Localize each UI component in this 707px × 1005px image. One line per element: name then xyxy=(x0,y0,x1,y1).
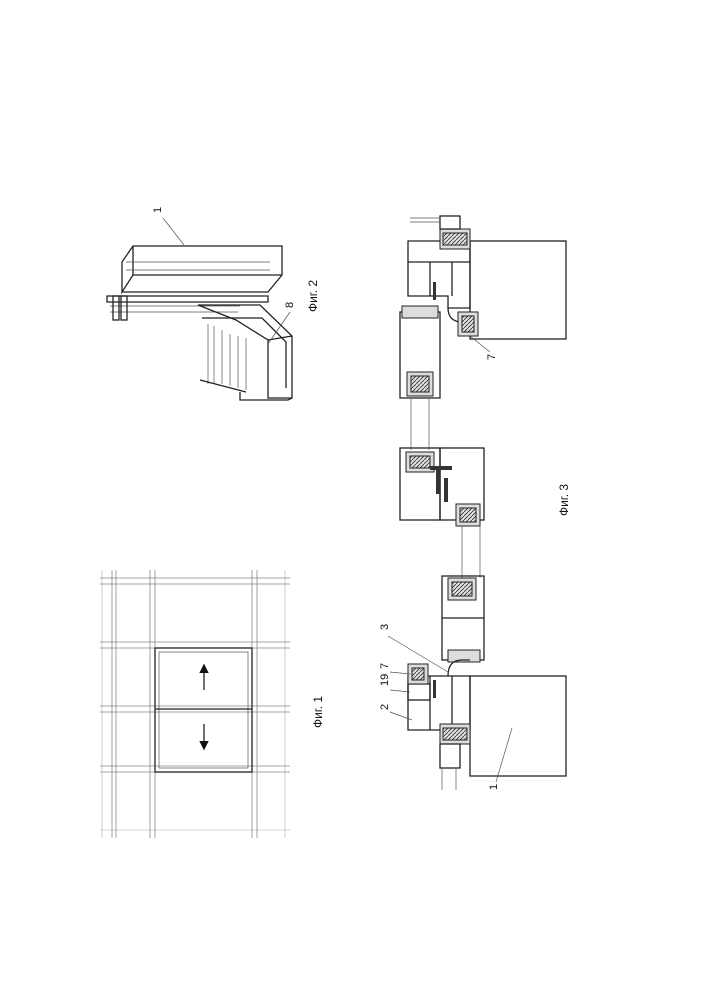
sliding-window xyxy=(155,648,252,772)
figure-3-caption: Фиг. 3 xyxy=(557,484,571,516)
callout-1-post: 1 xyxy=(488,784,500,790)
figure-1-caption: Фиг. 1 xyxy=(311,696,325,728)
callout-8: 8 xyxy=(284,302,296,308)
figure-1: Фиг. 1 xyxy=(100,570,325,838)
seal-7-left xyxy=(408,664,428,684)
callout-7-left: 7 xyxy=(379,663,391,669)
callout-3: 3 xyxy=(379,624,391,630)
figure-2-caption: Фиг. 2 xyxy=(306,280,320,312)
interlock-profile xyxy=(400,448,484,578)
figure-2: 1 8 Фиг. 2 xyxy=(107,207,320,400)
figure-3: 7 xyxy=(379,216,571,790)
screw xyxy=(433,680,436,698)
sash-lower xyxy=(442,576,484,662)
clip-19 xyxy=(408,684,430,700)
frame-profile-1 xyxy=(107,246,282,312)
facade-grid xyxy=(100,570,290,838)
seal-7-right xyxy=(458,312,478,336)
post-left xyxy=(470,676,566,776)
callout-19: 19 xyxy=(379,674,391,686)
callout-2: 2 xyxy=(379,704,391,710)
sash-upper xyxy=(400,306,440,450)
post-right xyxy=(470,241,566,339)
sash-profile-8 xyxy=(113,296,292,400)
callout-7-right: 7 xyxy=(486,354,498,360)
callout-1: 1 xyxy=(152,207,164,213)
